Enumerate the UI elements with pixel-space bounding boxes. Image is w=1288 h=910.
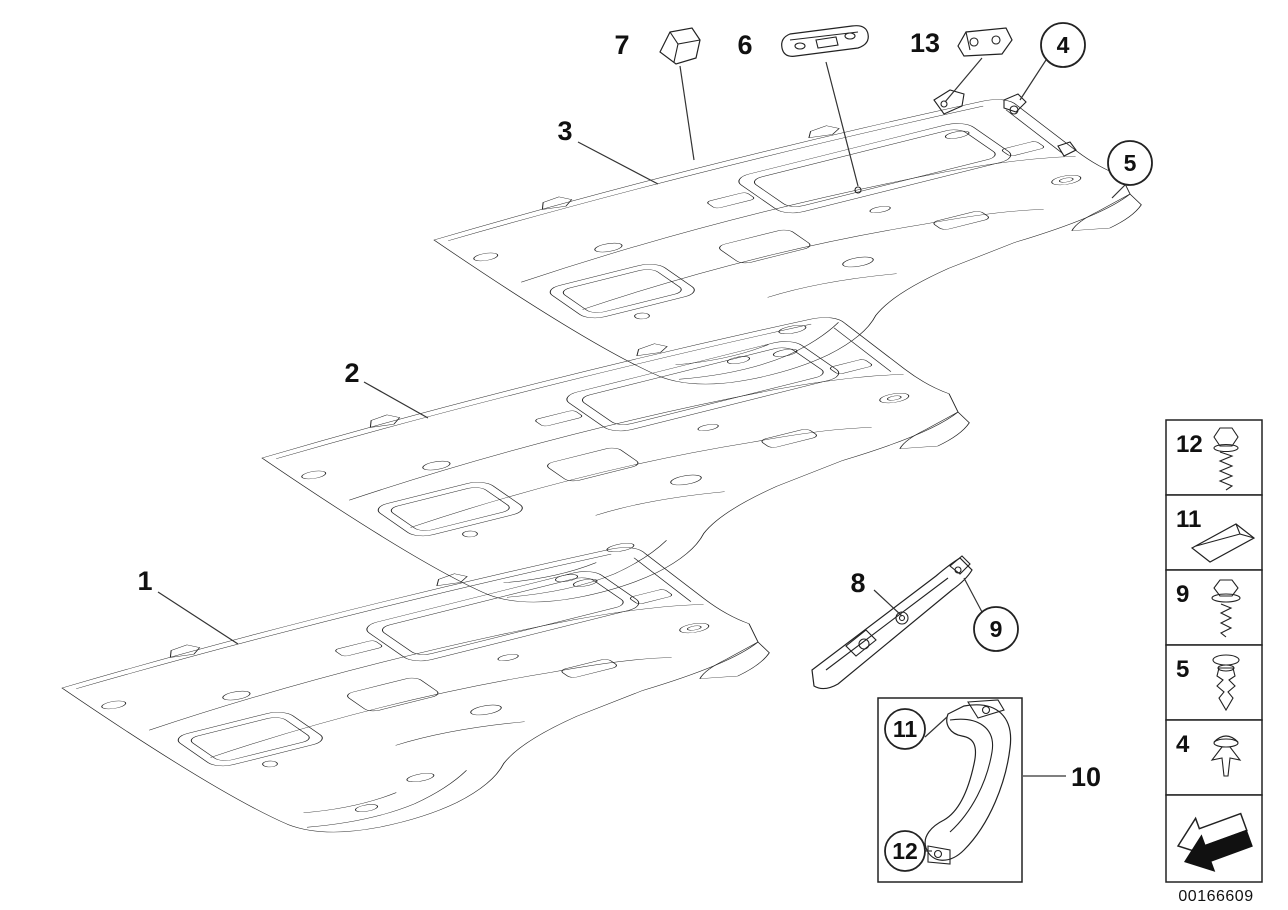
callout-7[interactable]: 7 — [614, 30, 629, 60]
legend-11-label: 11 — [1176, 506, 1201, 533]
callout-8[interactable]: 8 — [850, 568, 865, 598]
part-10-grab-handle — [924, 699, 1012, 865]
wedge-clip-icon — [1190, 523, 1256, 563]
expansion-rivet-icon — [1212, 654, 1240, 712]
legend-item-11[interactable]: 11 — [1165, 494, 1263, 571]
callout-9[interactable]: 9 — [973, 606, 1019, 652]
legend-item-9[interactable]: 9 — [1165, 569, 1263, 646]
callout-11[interactable]: 11 — [884, 708, 926, 750]
part-7-clamp — [659, 27, 701, 65]
part-8-rail — [811, 555, 973, 690]
callout-4-label: 4 — [1057, 32, 1070, 58]
callout-5[interactable]: 5 — [1107, 140, 1153, 186]
callout-12-label: 12 — [892, 838, 918, 864]
leader-lines — [157, 57, 1127, 852]
callout-9-label: 9 — [990, 616, 1003, 642]
hex-bolt-icon — [1213, 427, 1239, 491]
diagram-number: 00166609 — [1178, 888, 1253, 905]
legend-item-4[interactable]: 4 — [1165, 719, 1263, 796]
legend-4-label: 4 — [1176, 731, 1190, 758]
panel-3-mounting-details — [854, 89, 1077, 194]
callout-12[interactable]: 12 — [884, 830, 926, 872]
legend-9-label: 9 — [1176, 581, 1189, 608]
callout-3[interactable]: 3 — [557, 116, 572, 146]
legend-5-label: 5 — [1176, 656, 1189, 683]
headliner-panel-1 — [44, 532, 869, 850]
legend-item-5[interactable]: 5 — [1165, 644, 1263, 721]
washer-screw-icon — [1211, 579, 1241, 638]
callout-4[interactable]: 4 — [1040, 22, 1086, 68]
part-13-bracket — [957, 27, 1013, 57]
legend-item-12[interactable]: 12 — [1165, 419, 1263, 496]
callout-11-label: 11 — [893, 716, 918, 742]
callout-13[interactable]: 13 — [910, 28, 940, 58]
callout-2[interactable]: 2 — [344, 358, 359, 388]
part-6-bracket — [781, 25, 869, 57]
trim-clip-icon — [1210, 735, 1242, 777]
callout-5-label: 5 — [1124, 150, 1137, 176]
headliner-panel-3 — [416, 84, 1241, 402]
callout-6[interactable]: 6 — [737, 30, 752, 60]
callout-10[interactable]: 10 — [1071, 762, 1101, 792]
callout-1[interactable]: 1 — [137, 566, 152, 596]
direction-arrow-box — [1165, 794, 1263, 883]
front-direction-arrow-icon — [1176, 812, 1253, 872]
legend-12-label: 12 — [1176, 431, 1203, 458]
